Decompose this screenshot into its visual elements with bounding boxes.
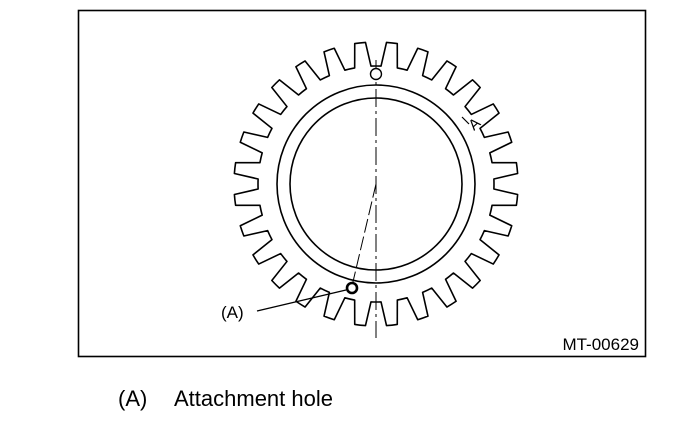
legend-text: Attachment hole: [174, 386, 333, 411]
timing-mark-hole: [369, 67, 383, 81]
figure-frame: [77, 9, 647, 358]
figure-code: MT-00629: [562, 335, 639, 354]
gear-teeth-outline: [233, 41, 519, 327]
arc-label-tick: [461, 116, 470, 125]
attachment-hole-label: (A): [221, 303, 244, 322]
legend-caption: (A) Attachment hole: [118, 386, 333, 412]
legend-tag: (A): [118, 386, 148, 411]
attachment-hole: [345, 281, 359, 295]
attachment-hole-leader: [256, 289, 347, 312]
